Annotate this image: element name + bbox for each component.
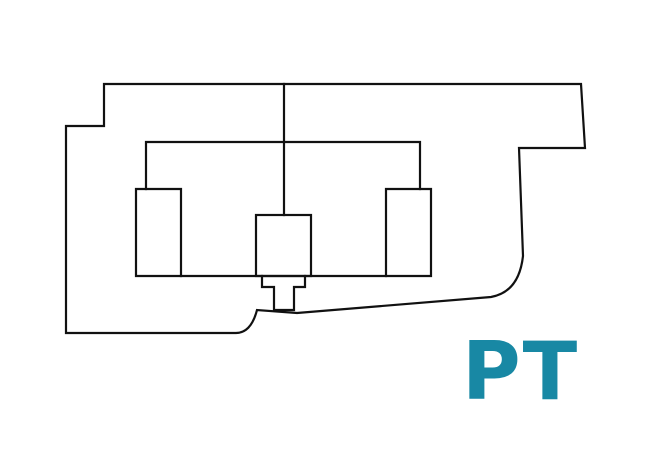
center-connector [260, 274, 307, 312]
inner-frame [144, 140, 422, 191]
logo-pt: PT [462, 325, 580, 418]
left-block [134, 187, 183, 278]
right-block [384, 187, 433, 278]
outer-outline [64, 82, 587, 335]
center-block [254, 213, 313, 278]
